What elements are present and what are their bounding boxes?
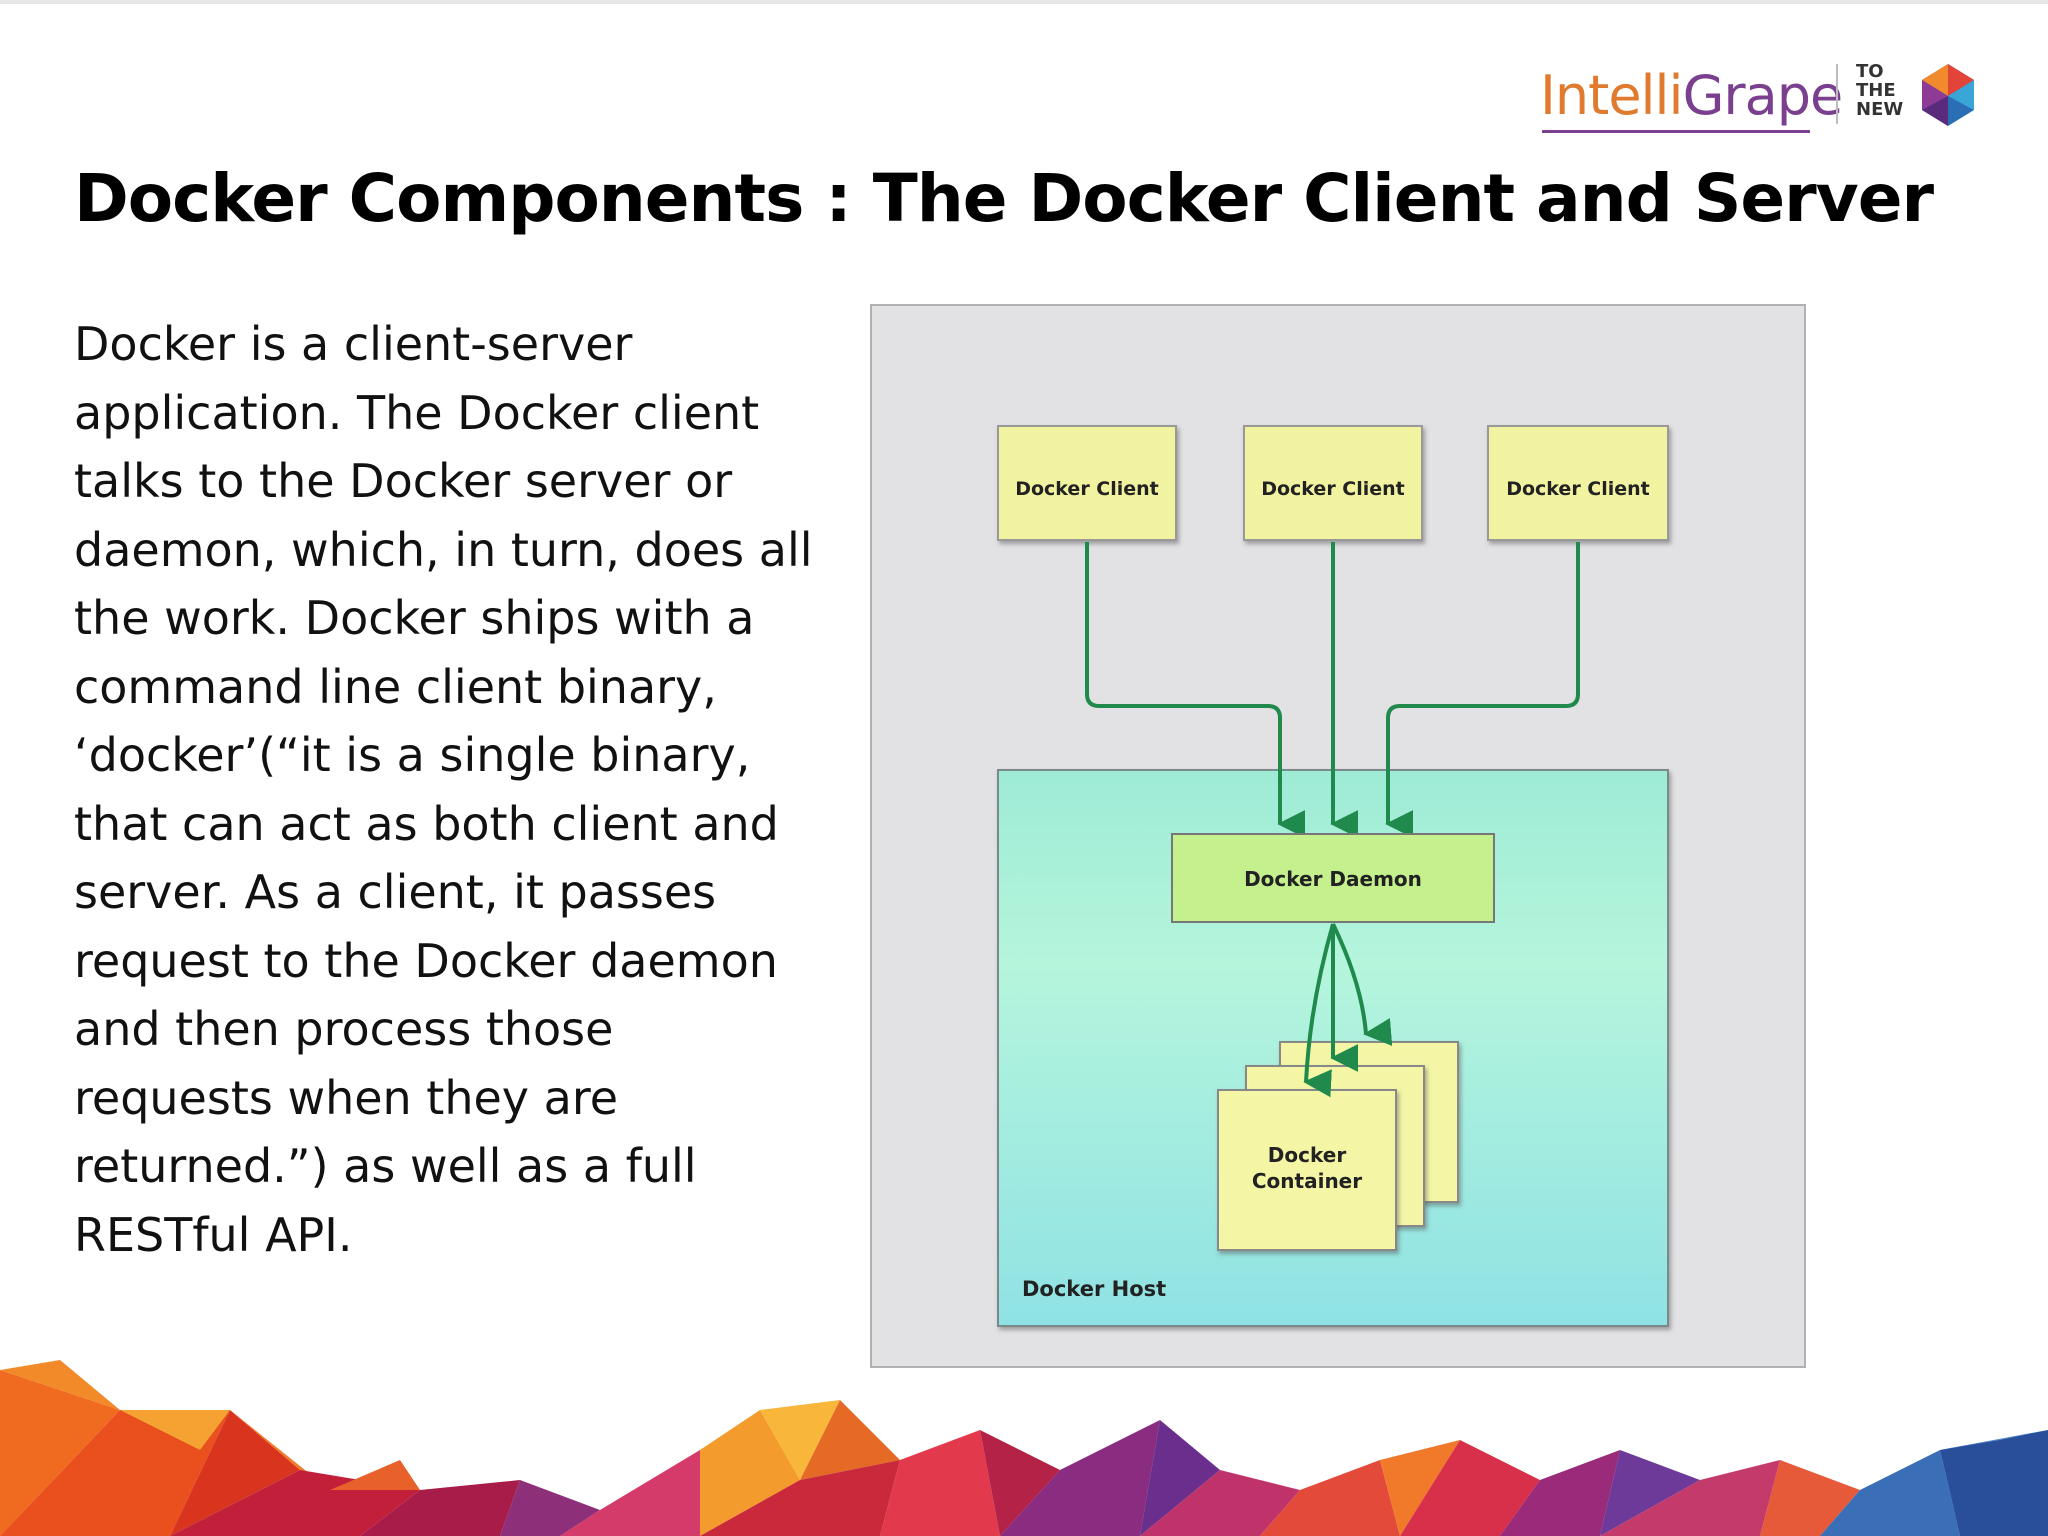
client-daemon-arrow bbox=[1385, 542, 1580, 838]
intelligrape-logo-text: IntelliGrape bbox=[1540, 64, 1844, 127]
docker-client-label: Docker Client bbox=[1015, 478, 1159, 500]
logo-separator bbox=[1836, 64, 1838, 124]
logo: IntelliGrape TO THE NEW bbox=[1530, 50, 1980, 140]
docker-client-box: Docker Client bbox=[1487, 425, 1669, 541]
docker-container-label-line1: Docker bbox=[1268, 1143, 1347, 1167]
docker-client-box: Docker Client bbox=[1243, 425, 1423, 541]
logo-underline bbox=[1542, 130, 1810, 133]
daemon-container-arrow bbox=[1331, 923, 1393, 1046]
body-paragraph: Docker is a client-server application. T… bbox=[74, 317, 813, 1262]
logo-brand-part2: Grape bbox=[1682, 64, 1844, 127]
gem-logo-icon bbox=[1922, 64, 1974, 126]
docker-daemon-box: Docker Daemon bbox=[1171, 833, 1495, 923]
logo-secondary-line: NEW bbox=[1856, 99, 1904, 120]
docker-client-box: Docker Client bbox=[997, 425, 1177, 541]
docker-host-label: Docker Host bbox=[1022, 1277, 1166, 1301]
top-border bbox=[0, 0, 2048, 4]
daemon-container-arrow bbox=[1303, 923, 1335, 1098]
docker-client-label: Docker Client bbox=[1506, 478, 1650, 500]
to-the-new-logo-text: TO THE NEW bbox=[1856, 62, 1914, 119]
footer-low-poly-art bbox=[0, 1360, 2048, 1536]
slide-title: Docker Components : The Docker Client an… bbox=[74, 160, 1934, 237]
docker-container-box: Docker Container bbox=[1217, 1089, 1397, 1251]
docker-client-label: Docker Client bbox=[1261, 478, 1405, 500]
logo-secondary-line: TO bbox=[1856, 61, 1884, 82]
logo-brand-part1: Intelli bbox=[1540, 64, 1684, 127]
docker-daemon-label: Docker Daemon bbox=[1244, 867, 1422, 891]
logo-secondary-line: THE bbox=[1856, 80, 1896, 101]
client-daemon-arrow bbox=[1085, 542, 1306, 838]
docker-container-label-line2: Container bbox=[1252, 1169, 1362, 1193]
docker-architecture-diagram: Docker Host Docker Client Docker Client … bbox=[870, 304, 1806, 1368]
